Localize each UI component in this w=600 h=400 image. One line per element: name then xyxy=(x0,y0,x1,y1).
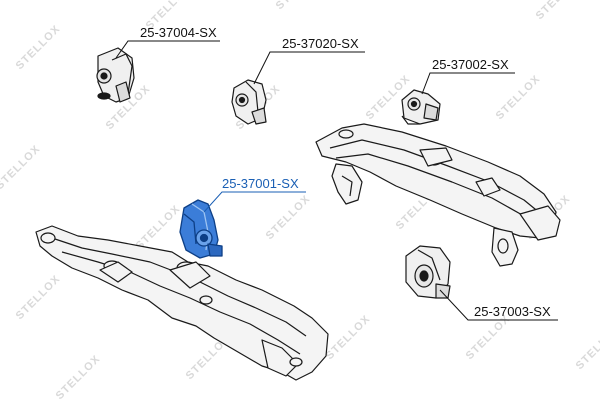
engine-mount-25-37004[interactable] xyxy=(96,47,135,103)
watermark-text: STELLOX xyxy=(0,143,43,192)
leader-25-37003 xyxy=(439,289,558,321)
part-label-25-37003[interactable]: 25-37003-SX xyxy=(474,304,551,319)
watermark-text: STELLOX xyxy=(324,313,373,362)
leader-25-37002 xyxy=(421,72,515,95)
watermark-text: STELLOX xyxy=(264,193,313,242)
leader-25-37004 xyxy=(115,40,220,59)
watermark-text: STELLOX xyxy=(14,23,63,72)
watermark-text: STELLOX xyxy=(414,0,463,2)
watermark-text: STELLOX xyxy=(494,73,543,122)
engine-mount-25-37001[interactable] xyxy=(179,199,223,259)
engine-mount-25-37020[interactable] xyxy=(231,79,267,125)
leader-25-37020 xyxy=(253,51,365,85)
part-label-25-37004[interactable]: 25-37004-SX xyxy=(140,25,217,40)
crossmember-lower-left xyxy=(35,225,329,381)
leader-lines xyxy=(115,40,558,321)
part-label-25-37001[interactable]: 25-37001-SX xyxy=(222,176,299,191)
watermark-text: STELLOX xyxy=(134,203,183,252)
watermark-text: STELLOX xyxy=(534,0,583,22)
part-labels: 25-37004-SX 25-37020-SX 25-37002-SX 25-3… xyxy=(140,25,551,319)
watermark-text: STELLOX xyxy=(574,323,600,372)
watermark-text: STELLOX xyxy=(274,0,323,12)
crossmember-upper-right xyxy=(315,123,561,267)
watermark-text: STELLOX xyxy=(14,273,63,322)
engine-mount-25-37002[interactable] xyxy=(401,89,441,125)
watermark-text: STELLOX xyxy=(54,353,103,400)
leader-25-37001 xyxy=(203,191,306,213)
engine-mount-25-37003[interactable] xyxy=(405,245,451,299)
part-label-25-37002[interactable]: 25-37002-SX xyxy=(432,57,509,72)
part-label-25-37020[interactable]: 25-37020-SX xyxy=(282,36,359,51)
